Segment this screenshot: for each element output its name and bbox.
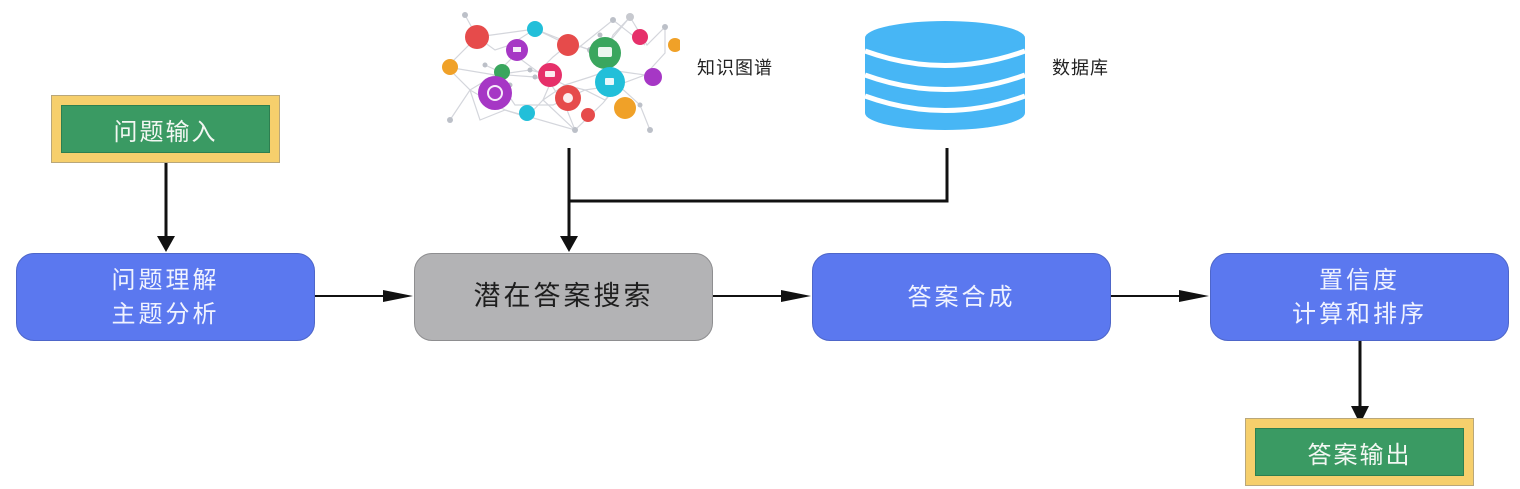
node-answer-synthesis[interactable]: 答案合成	[812, 253, 1111, 341]
arrowhead-synthesis	[781, 290, 811, 302]
edge-db-search	[569, 148, 949, 203]
node-question-input-label: 问题输入	[61, 105, 270, 153]
node-question-input[interactable]: 问题输入	[51, 95, 280, 163]
node-answer-synthesis-label: 答案合成	[907, 283, 1016, 311]
node-understanding-line1: 问题理解	[111, 266, 220, 294]
arrowhead-search-left	[383, 290, 413, 302]
node-confidence-ranking[interactable]: 置信度 计算和排序	[1210, 253, 1509, 341]
knowledge-graph-icon	[442, 12, 680, 133]
node-answer-output[interactable]: 答案输出	[1245, 418, 1474, 486]
knowledge-graph-label: 知识图谱	[697, 58, 773, 79]
node-answer-output-label: 答案输出	[1255, 428, 1464, 476]
node-understanding-line2: 主题分析	[111, 300, 220, 328]
arrowhead-ranking	[1179, 290, 1209, 302]
arrowhead-understand	[157, 236, 175, 252]
node-ranking-line2: 计算和排序	[1292, 300, 1427, 328]
database-label: 数据库	[1052, 58, 1109, 79]
arrowhead-output	[1351, 406, 1369, 424]
node-ranking-line1: 置信度	[1319, 266, 1400, 294]
node-candidate-search[interactable]: 潜在答案搜索	[414, 253, 713, 341]
node-question-understanding[interactable]: 问题理解 主题分析	[16, 253, 315, 341]
database-icon	[864, 21, 1026, 130]
arrowhead-search-top	[560, 236, 578, 252]
node-candidate-search-label: 潜在答案搜索	[473, 281, 654, 312]
